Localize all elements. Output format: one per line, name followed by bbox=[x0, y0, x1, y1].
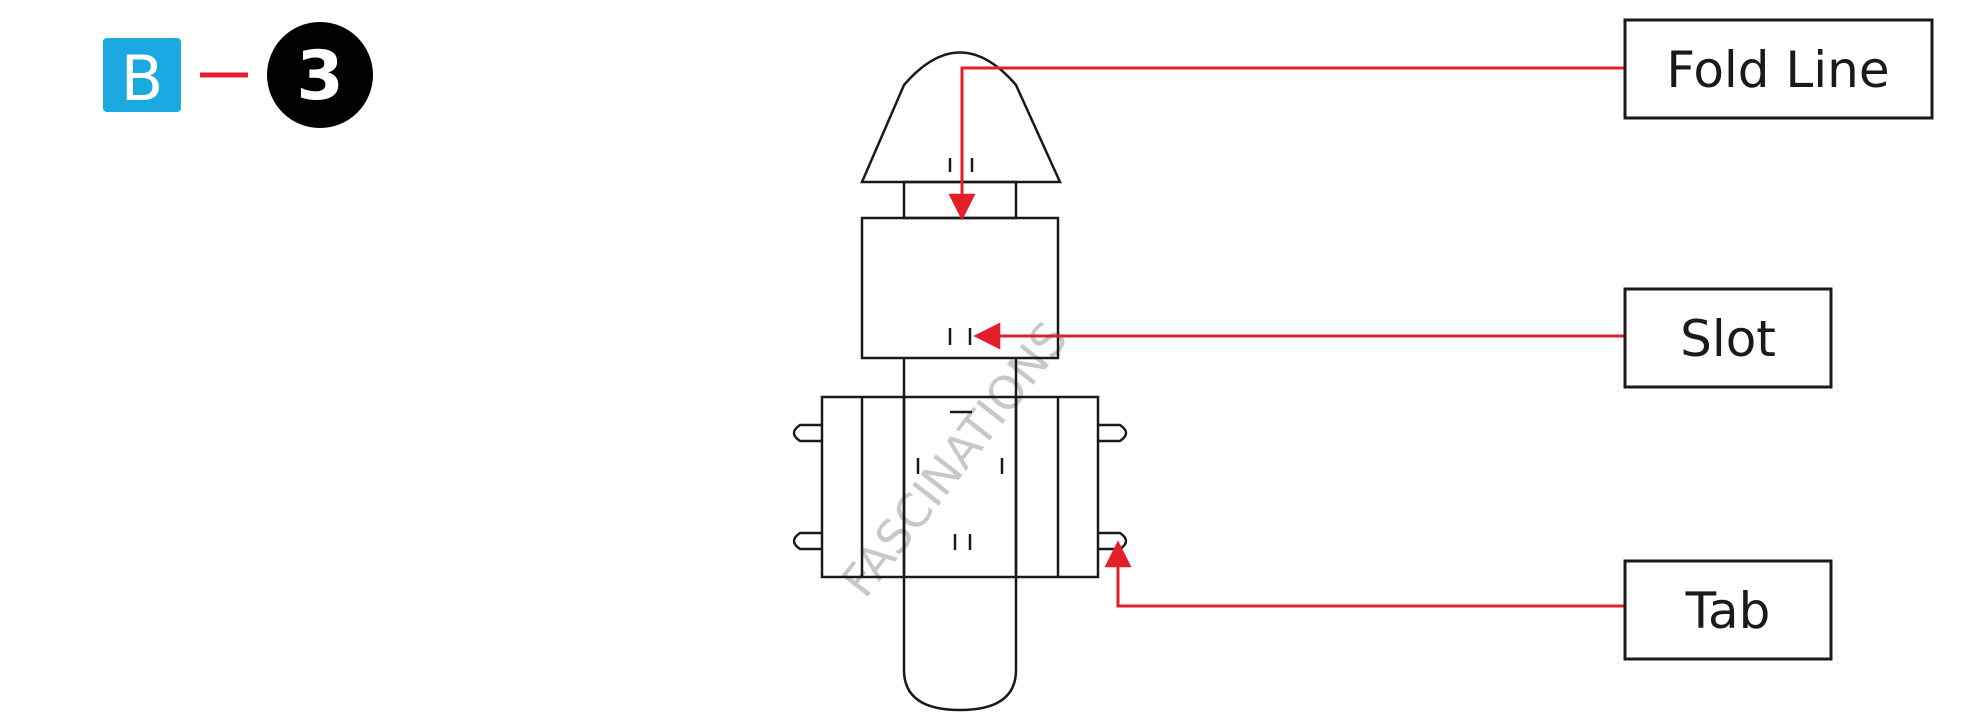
step-indicator: B 3 bbox=[103, 22, 373, 128]
paper-model bbox=[792, 51, 1128, 712]
tail-strip bbox=[902, 358, 1018, 712]
tab-right-bottom bbox=[1098, 531, 1128, 551]
watermark: FASCINATIONS bbox=[831, 312, 1078, 607]
fold-line-arrow bbox=[948, 66, 1625, 221]
callout-arrows bbox=[948, 66, 1625, 608]
step-circle bbox=[267, 22, 373, 128]
tab-arrow bbox=[1104, 540, 1625, 608]
middle-band bbox=[820, 395, 1100, 579]
fold-line-label: Fold Line bbox=[1666, 41, 1889, 99]
callout-slot: Slot bbox=[1623, 287, 1833, 389]
fold-line-box bbox=[1623, 18, 1934, 120]
tab-left-bottom bbox=[792, 531, 822, 551]
callout-fold-line: Fold Line bbox=[1623, 18, 1934, 120]
top-cap bbox=[860, 51, 1062, 184]
tab-label: Tab bbox=[1685, 582, 1771, 640]
tab-left-top bbox=[792, 423, 822, 443]
slot-label: Slot bbox=[1680, 310, 1776, 368]
step-number: 3 bbox=[296, 37, 343, 116]
tab-box bbox=[1623, 559, 1833, 661]
slot-box bbox=[1623, 287, 1833, 389]
neck bbox=[902, 180, 1018, 220]
tab-right-top bbox=[1098, 423, 1128, 443]
section-letter: B bbox=[121, 42, 164, 115]
section-badge bbox=[103, 38, 181, 112]
callout-tab: Tab bbox=[1623, 559, 1833, 661]
